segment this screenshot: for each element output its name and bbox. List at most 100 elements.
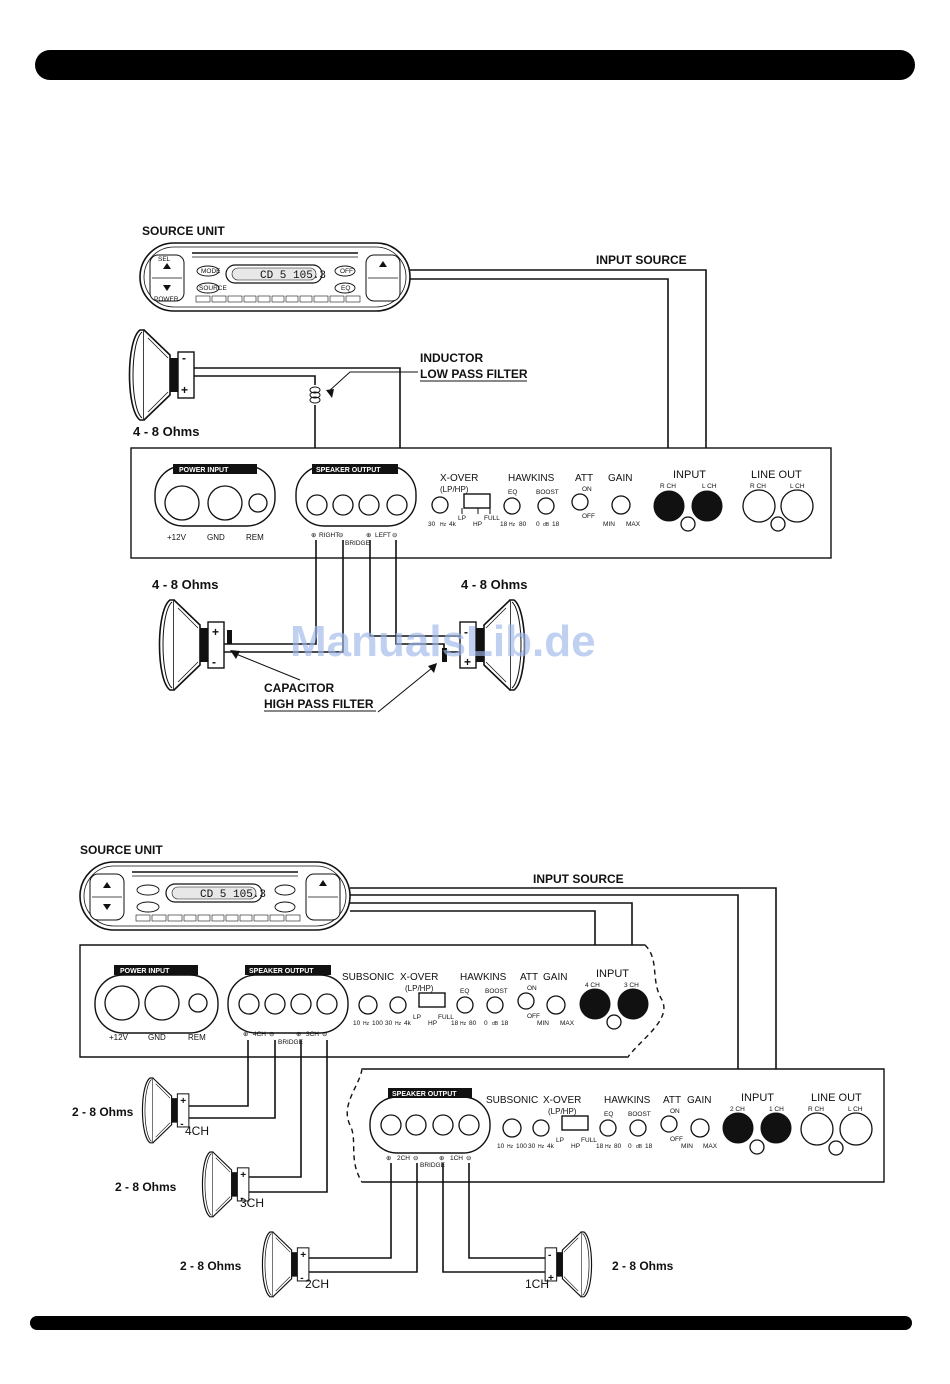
wire-left-pos xyxy=(369,540,490,637)
minus-icon: ⊖ xyxy=(269,1031,275,1038)
eq-knob[interactable] xyxy=(456,996,474,1014)
line-out-rch-jack[interactable] xyxy=(800,1112,834,1146)
att-switch[interactable] xyxy=(517,992,535,1010)
boost-knob[interactable] xyxy=(486,996,504,1014)
xover-30-label: 30 xyxy=(385,1020,393,1027)
spk-terminal-4[interactable] xyxy=(386,494,408,516)
line-out-lch-jack[interactable] xyxy=(839,1112,873,1146)
xover-label: X-OVER xyxy=(400,972,438,983)
eq-knob[interactable] xyxy=(503,497,521,515)
input-ground-post xyxy=(606,1014,622,1030)
subsonic-label: SUBSONIC xyxy=(342,972,394,983)
right-ohms-label: 4 - 8 Ohms xyxy=(461,577,527,592)
subsonic-knob[interactable] xyxy=(358,995,378,1015)
terminal-rem[interactable] xyxy=(188,993,208,1013)
xover-switch[interactable] xyxy=(561,1115,589,1131)
bridge-label: BRIDGE xyxy=(345,540,371,547)
hp-label: HP xyxy=(473,521,482,528)
spk-terminal-1[interactable] xyxy=(380,1114,402,1136)
att-off-label: OFF xyxy=(582,513,595,520)
spk-terminal-3[interactable] xyxy=(358,494,380,516)
subsonic-knob[interactable] xyxy=(502,1118,522,1138)
inductor-label-2: LOW PASS FILTER xyxy=(420,367,528,381)
input-3ch-jack[interactable] xyxy=(617,988,649,1020)
input-lch-jack[interactable] xyxy=(691,490,723,522)
spk-terminal-3[interactable] xyxy=(432,1114,454,1136)
eq-18-label: 18 xyxy=(500,521,508,528)
terminal-12v[interactable] xyxy=(104,985,140,1021)
inductor-label-1: INDUCTOR xyxy=(420,351,483,365)
xover-switch[interactable] xyxy=(463,493,491,509)
att-switch[interactable] xyxy=(571,493,589,511)
spk-terminal-4[interactable] xyxy=(458,1114,480,1136)
right-spk-plus: + xyxy=(464,655,471,669)
line-out-rch-jack[interactable] xyxy=(742,489,776,523)
spk-terminal-1[interactable] xyxy=(238,993,260,1015)
gain-label: GAIN xyxy=(608,473,632,484)
att-label: ATT xyxy=(520,972,538,983)
spk-terminal-4[interactable] xyxy=(316,993,338,1015)
input-rch-jack[interactable] xyxy=(653,490,685,522)
mode-button[interactable]: MODE xyxy=(201,268,221,275)
boost-db-label: dB xyxy=(543,522,550,528)
spk-terminal-3[interactable] xyxy=(290,993,312,1015)
source-button[interactable]: SOURCE xyxy=(199,285,227,292)
terminal-12v[interactable] xyxy=(164,485,200,521)
sub-plus: + xyxy=(181,383,188,397)
boost-0-label: 0 xyxy=(484,1020,488,1027)
xover-switch[interactable] xyxy=(418,992,446,1008)
gain-knob[interactable] xyxy=(611,495,631,515)
left-label: LEFT xyxy=(375,532,391,539)
head-unit: CD 5 105.3 MODE SOURCE OFF EQ POWER SEL xyxy=(139,242,411,312)
terminal-gnd[interactable] xyxy=(144,985,180,1021)
spk-terminal-2[interactable] xyxy=(405,1114,427,1136)
sel-button[interactable]: SEL xyxy=(158,256,171,263)
boost-label: BOOST xyxy=(536,489,559,496)
xover-4k-label: 4k xyxy=(547,1143,555,1150)
att-switch[interactable] xyxy=(660,1115,678,1133)
power-button[interactable]: POWER xyxy=(154,296,179,303)
line-out-lch-label: L CH xyxy=(848,1106,863,1113)
eq-knob[interactable] xyxy=(599,1119,617,1137)
eq-18-label: 18 xyxy=(451,1020,459,1027)
boost-18-label: 18 xyxy=(645,1143,653,1150)
spk-terminal-2[interactable] xyxy=(332,494,354,516)
boost-knob[interactable] xyxy=(537,497,555,515)
boost-knob[interactable] xyxy=(629,1119,647,1137)
eq-label: EQ xyxy=(460,988,469,995)
xover-knob[interactable] xyxy=(532,1119,550,1137)
input-1ch-jack[interactable] xyxy=(760,1112,792,1144)
spk-terminal-1[interactable] xyxy=(306,494,328,516)
terminal-rem[interactable] xyxy=(248,493,268,513)
gain-knob[interactable] xyxy=(690,1118,710,1138)
gain-knob[interactable] xyxy=(546,995,566,1015)
bridge-1ch-label: 1CH xyxy=(450,1155,463,1162)
eq-80-label: 80 xyxy=(469,1020,477,1027)
speaker-4ch: + - xyxy=(141,1077,190,1144)
ohms-3ch-label: 2 - 8 Ohms xyxy=(115,1180,177,1194)
input-4ch-jack[interactable] xyxy=(579,988,611,1020)
watermark: ManualsLib.de xyxy=(290,617,596,666)
line-out-label: LINE OUT xyxy=(811,1092,862,1104)
input-2ch-jack[interactable] xyxy=(722,1112,754,1144)
right-label: RIGHT xyxy=(319,532,339,539)
xover-knob[interactable] xyxy=(389,996,407,1014)
boost-label: BOOST xyxy=(628,1111,651,1118)
input-ground-post xyxy=(749,1139,765,1155)
wire-right-neg xyxy=(198,540,344,653)
line-out-lch-jack[interactable] xyxy=(780,489,814,523)
top-diagram: SOURCE UNIT CD 5 105.3 MODE SOURCE OFF E… xyxy=(128,224,832,713)
spk-terminal-2[interactable] xyxy=(264,993,286,1015)
plus-icon: ⊕ xyxy=(296,1031,302,1038)
terminal-gnd[interactable] xyxy=(207,485,243,521)
gain-label: GAIN xyxy=(543,972,567,983)
xover-hz-label: Hz xyxy=(395,1021,402,1027)
eq-button[interactable]: EQ xyxy=(341,285,350,292)
off-button[interactable]: OFF xyxy=(340,268,353,275)
subsonic-10-label: 10 xyxy=(497,1143,505,1150)
wire-3ch-pos xyxy=(236,1040,302,1178)
eq-80-label: 80 xyxy=(519,521,527,528)
eq-label: EQ xyxy=(508,489,517,496)
xover-knob[interactable] xyxy=(431,496,449,514)
